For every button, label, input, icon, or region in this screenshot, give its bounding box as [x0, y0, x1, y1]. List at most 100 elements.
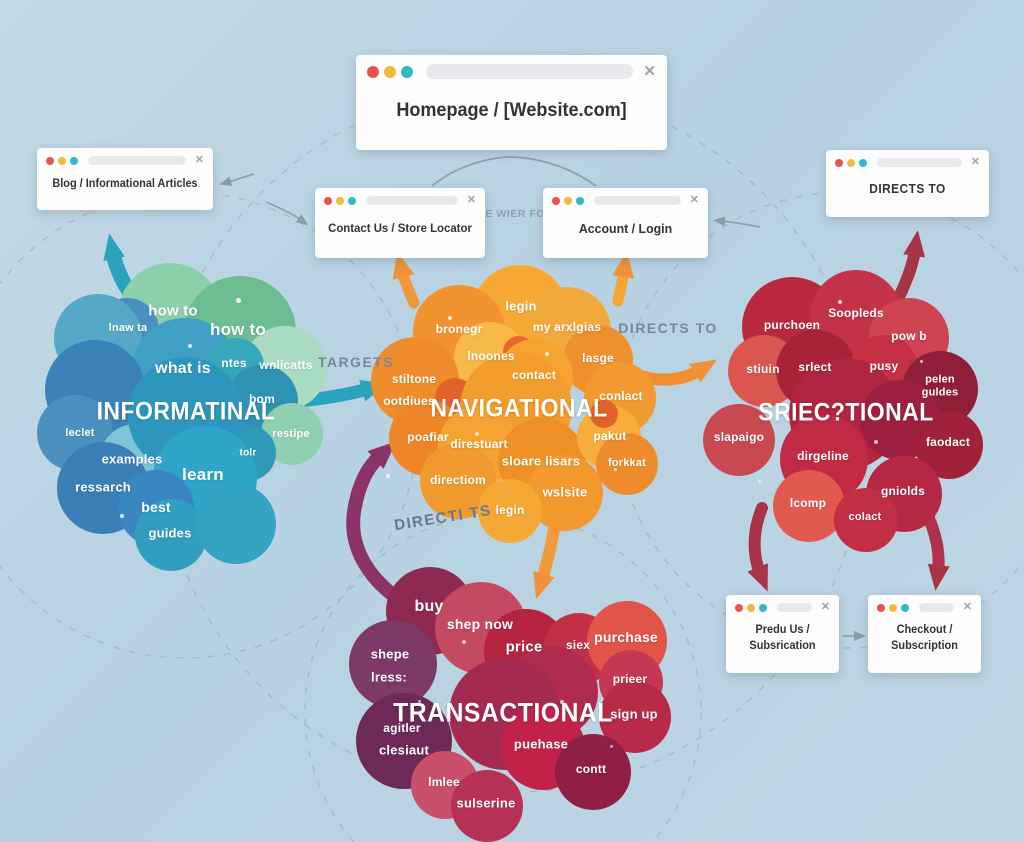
window-dot-red-icon	[835, 158, 843, 167]
window-dot-red-icon	[367, 65, 379, 78]
keyword-bubble-label: contact	[511, 368, 557, 382]
sparkle-dot	[120, 514, 124, 518]
keyword-bubble-label: pow b	[891, 329, 927, 343]
url-bar	[88, 156, 186, 165]
window-dot-teal-icon	[401, 65, 413, 78]
close-icon: ✕	[689, 194, 699, 206]
url-bar	[877, 158, 962, 167]
sparkle-dot	[838, 300, 842, 304]
browser-window-contact: ✕ Contact Us / Store Locator	[315, 188, 485, 258]
browser-window-homepage: ✕ Homepage / [Website.com]	[356, 55, 667, 150]
keyword-bubble-label: lasge	[582, 351, 614, 365]
keyword-bubble-label: legin	[495, 503, 525, 517]
window-title: Checkout / Subscription	[891, 624, 958, 652]
keyword-bubble-label: puehase	[513, 736, 569, 752]
keyword-bubble-label: direstuart	[450, 437, 508, 451]
window-title: Account / Login	[578, 220, 673, 236]
keyword-bubble-label: shep now	[446, 616, 514, 632]
keyword-bubble-label: price	[505, 638, 543, 656]
cluster-bubble	[555, 734, 631, 810]
keyword-bubble-label: purchase	[594, 629, 658, 645]
keyword-bubble-label: lress:	[371, 669, 407, 685]
window-dot-teal-icon	[70, 156, 78, 165]
cluster-bubble	[773, 470, 845, 542]
browser-window-directs-to: ✕ DIRECTS TO	[826, 150, 989, 217]
keyword-bubble-label: gniolds	[880, 484, 926, 498]
window-dot-teal-icon	[759, 603, 767, 612]
cluster-bubble	[135, 499, 207, 571]
arrow-commercial-to-directs	[891, 230, 926, 307]
keyword-bubble-label: pakut	[593, 429, 627, 443]
keyword-bubble-label: restipe	[272, 428, 310, 440]
close-icon: ✕	[962, 601, 972, 613]
keyword-bubble-label: bom	[249, 392, 275, 406]
keyword-bubble-label: my arxlgias	[532, 320, 602, 334]
browser-window-account: ✕ Account / Login	[543, 188, 708, 258]
cluster-bubble	[703, 404, 775, 476]
label-directs-to: DIRECTS TO	[618, 320, 718, 336]
keyword-bubble-label: agitler	[383, 721, 421, 735]
window-titlebar: ✕	[826, 150, 989, 168]
keyword-bubble-label: conlact	[599, 389, 643, 403]
keyword-bubble-label: colact	[848, 511, 882, 523]
window-dot-yellow-icon	[889, 603, 897, 612]
sparkle-dot	[418, 700, 421, 703]
window-title: Predu Us / Subsrication	[749, 624, 816, 652]
keyword-bubble-label: clesiaut	[378, 742, 430, 758]
window-title: Blog / Informational Articles	[52, 178, 198, 190]
window-dot-yellow-icon	[847, 158, 855, 167]
keyword-bubble-label: tolr	[239, 447, 257, 459]
keyword-bubble-label: bronegr	[435, 322, 483, 336]
window-title: DIRECTS TO	[869, 181, 946, 196]
close-icon: ✕	[466, 194, 476, 206]
window-titlebar: ✕	[315, 188, 485, 206]
cluster-bubble	[451, 770, 523, 842]
window-dot-teal-icon	[859, 158, 867, 167]
url-bar	[594, 196, 681, 205]
sparkle-dot	[448, 316, 452, 320]
url-bar	[426, 64, 634, 79]
window-titlebar: ✕	[726, 595, 839, 613]
keyword-bubble-label: prieer	[612, 672, 648, 686]
window-dot-red-icon	[46, 156, 54, 165]
arrow-to-blog	[219, 173, 255, 186]
keyword-bubble-label: wslsite	[542, 484, 588, 500]
arrow-nav-to-contact	[392, 251, 420, 309]
keyword-bubble-label: slapaigo	[713, 430, 765, 444]
keyword-bubble-label: Soopleds	[828, 306, 884, 320]
browser-window-blog: ✕ Blog / Informational Articles	[37, 148, 213, 210]
keyword-bubble-label: lmlee	[428, 775, 460, 789]
keyword-bubble-label: forkkat	[607, 457, 647, 469]
keyword-bubble-label: what is	[155, 360, 211, 377]
keyword-bubble-label: wnlicatts	[259, 358, 313, 372]
window-dot-yellow-icon	[564, 196, 572, 205]
close-icon: ✕	[194, 154, 204, 166]
window-title: Homepage / [Website.com]	[396, 99, 627, 121]
sparkle-dot	[560, 700, 564, 704]
keyword-bubble-label: sign up	[610, 706, 658, 722]
cluster-title-transactional: TRANSACTIONAL	[393, 697, 613, 728]
sparkle-dot	[758, 480, 761, 483]
browser-window-checkout: ✕ Checkout / Subscription	[868, 595, 981, 673]
keyword-bubble-label: faodact	[925, 435, 971, 449]
keyword-bubble-label: buy	[414, 598, 444, 615]
keyword-bubble-label: ntes	[221, 356, 247, 370]
window-dot-yellow-icon	[747, 603, 755, 612]
window-titlebar: ✕	[37, 148, 213, 166]
cluster-title-commercial: SRIEC?TIONAL	[758, 398, 934, 427]
keyword-bubble-label: sloare lisars	[501, 453, 581, 469]
sparkle-dot	[545, 352, 549, 356]
keyword-bubble-label: sulserine	[456, 795, 516, 811]
url-bar	[919, 603, 954, 612]
keyword-bubble-label: siex	[565, 638, 591, 652]
cluster-bubble	[196, 484, 276, 564]
label-targets: TARGETS	[317, 354, 395, 370]
window-dot-teal-icon	[901, 603, 909, 612]
sparkle-dot	[614, 468, 617, 471]
keyword-bubble-label: purchoen	[763, 318, 821, 332]
window-titlebar: ✕	[868, 595, 981, 613]
window-dot-yellow-icon	[384, 65, 396, 78]
close-icon: ✕	[970, 156, 980, 168]
keyword-bubble-label: pusy	[869, 359, 899, 373]
